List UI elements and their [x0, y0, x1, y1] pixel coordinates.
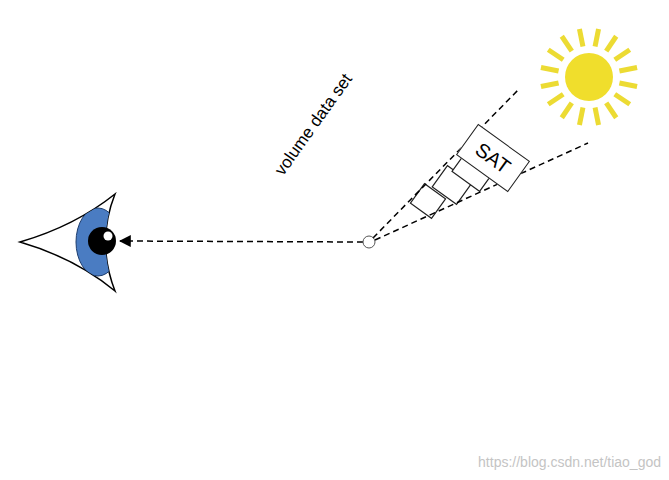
sat-box: SAT: [456, 124, 530, 192]
sun-ray: [541, 83, 559, 87]
sun-ray: [579, 107, 583, 125]
box-label: SAT: [471, 138, 514, 178]
eye-icon: [20, 194, 120, 291]
sun-ray: [606, 36, 616, 51]
sun-ray: [548, 50, 563, 60]
sun-ray: [541, 67, 559, 71]
sample-point: [363, 236, 375, 248]
sun-ray: [619, 83, 637, 87]
sun-icon: [541, 29, 637, 125]
volume-outline: [168, 30, 600, 462]
sun-ray: [548, 94, 563, 104]
sun-ray: [562, 36, 572, 51]
sun-ray: [595, 29, 599, 47]
sun-ray: [619, 67, 637, 71]
sun-ray: [606, 103, 616, 118]
watermark: https://blog.csdn.net/tiao_god: [478, 454, 661, 470]
region-label: volume data set: [272, 71, 357, 180]
sun-ray: [579, 29, 583, 47]
volume-region: SAT volume data set: [168, 30, 600, 462]
sun-ray: [615, 94, 630, 104]
sun-ray: [595, 107, 599, 125]
volume-outline: [168, 30, 600, 462]
ray-lines: [120, 88, 588, 242]
sun-ray: [562, 103, 572, 118]
sun-ray: [615, 50, 630, 60]
